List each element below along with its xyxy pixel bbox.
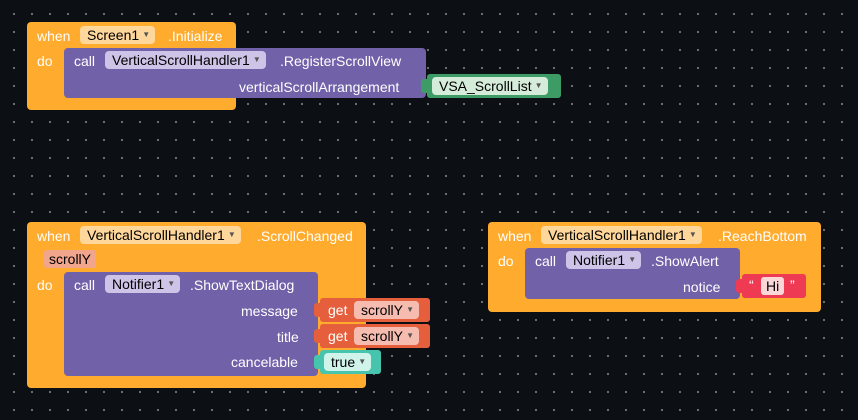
- input-connector: [421, 79, 429, 93]
- chevron-down-icon: ▼: [688, 230, 697, 239]
- chevron-down-icon: ▼: [167, 279, 176, 288]
- call-keyword: call: [74, 53, 96, 69]
- notifier-dropdown-label: Notifier1: [112, 276, 165, 292]
- param-label-message: message: [241, 303, 298, 319]
- component-dropdown-label: VerticalScrollHandler1: [87, 227, 225, 243]
- input-connector: [736, 279, 744, 293]
- component-dropdown[interactable]: VerticalScrollHandler1 ▼: [541, 226, 702, 244]
- param-label-vertical-scroll-arrangement: verticalScrollArrangement: [239, 79, 400, 95]
- component-block-vsa-scrolllist[interactable]: VSA_ScrollList ▼: [421, 74, 561, 98]
- input-connector: [314, 355, 322, 369]
- call-keyword: call: [535, 253, 557, 269]
- vsa-dropdown-label: VSA_ScrollList: [439, 78, 532, 94]
- open-quote-icon: “: [749, 277, 754, 293]
- register-scroll-view-call-block[interactable]: call VerticalScrollHandler1 ▼ .RegisterS…: [64, 48, 426, 98]
- when-keyword: when: [37, 28, 71, 44]
- get-variable-block-title[interactable]: get scrollY ▼: [314, 324, 430, 348]
- get-keyword: get: [328, 302, 348, 318]
- input-connector: [314, 329, 322, 343]
- vsa-dropdown[interactable]: VSA_ScrollList ▼: [432, 77, 548, 95]
- component-dropdown[interactable]: Screen1 ▼: [80, 26, 156, 44]
- param-label-title: title: [277, 329, 299, 345]
- chevron-down-icon: ▼: [406, 305, 415, 314]
- event-name-label: .ReachBottom: [718, 228, 807, 244]
- chevron-down-icon: ▼: [252, 55, 261, 64]
- component-dropdown[interactable]: VerticalScrollHandler1 ▼: [80, 226, 241, 244]
- event-parameter-scrolly[interactable]: scrollY: [44, 250, 97, 268]
- variable-dropdown[interactable]: scrollY ▼: [354, 301, 420, 319]
- chevron-down-icon: ▼: [358, 357, 367, 366]
- chevron-down-icon: ▼: [227, 230, 236, 239]
- chevron-down-icon: ▼: [628, 255, 637, 264]
- get-keyword: get: [328, 328, 348, 344]
- chevron-down-icon: ▼: [534, 81, 543, 90]
- do-keyword: do: [37, 53, 53, 69]
- when-keyword: when: [37, 228, 71, 244]
- notifier-dropdown-label: Notifier1: [573, 252, 626, 268]
- string-value-field[interactable]: Hi: [761, 277, 785, 295]
- variable-dropdown-label: scrollY: [361, 302, 404, 318]
- do-keyword: do: [498, 253, 514, 269]
- event-name-label: .ScrollChanged: [257, 228, 353, 244]
- show-text-dialog-call-block[interactable]: call Notifier1 ▼ .ShowTextDialog message…: [64, 272, 318, 376]
- boolean-dropdown[interactable]: true ▼: [324, 353, 372, 371]
- close-quote-icon: ”: [790, 277, 795, 293]
- variable-dropdown[interactable]: scrollY ▼: [354, 327, 420, 345]
- component-dropdown-label: Screen1: [87, 27, 140, 43]
- handler-dropdown[interactable]: VerticalScrollHandler1 ▼: [105, 51, 266, 69]
- show-alert-call-block[interactable]: call Notifier1 ▼ .ShowAlert notice: [525, 248, 740, 299]
- input-connector: [314, 303, 322, 317]
- param-label-cancelable: cancelable: [231, 354, 298, 370]
- chevron-down-icon: ▼: [142, 30, 151, 39]
- method-name-label: .ShowTextDialog: [190, 277, 295, 293]
- text-string-block-hi[interactable]: “ Hi ”: [736, 274, 806, 298]
- do-keyword: do: [37, 277, 53, 293]
- call-keyword: call: [74, 277, 96, 293]
- boolean-dropdown-label: true: [331, 354, 356, 370]
- variable-dropdown-label: scrollY: [361, 328, 404, 344]
- chevron-down-icon: ▼: [406, 331, 415, 340]
- notifier-dropdown[interactable]: Notifier1 ▼: [105, 275, 181, 293]
- handler-dropdown-label: VerticalScrollHandler1: [112, 52, 250, 68]
- param-label-notice: notice: [683, 279, 721, 295]
- when-keyword: when: [498, 228, 532, 244]
- event-name-label: .Initialize: [168, 28, 223, 44]
- get-variable-block-message[interactable]: get scrollY ▼: [314, 298, 430, 322]
- boolean-block-true[interactable]: true ▼: [314, 350, 381, 374]
- notifier-dropdown[interactable]: Notifier1 ▼: [566, 251, 642, 269]
- method-name-label: .RegisterScrollView: [280, 53, 402, 69]
- component-dropdown-label: VerticalScrollHandler1: [548, 227, 686, 243]
- method-name-label: .ShowAlert: [651, 253, 719, 269]
